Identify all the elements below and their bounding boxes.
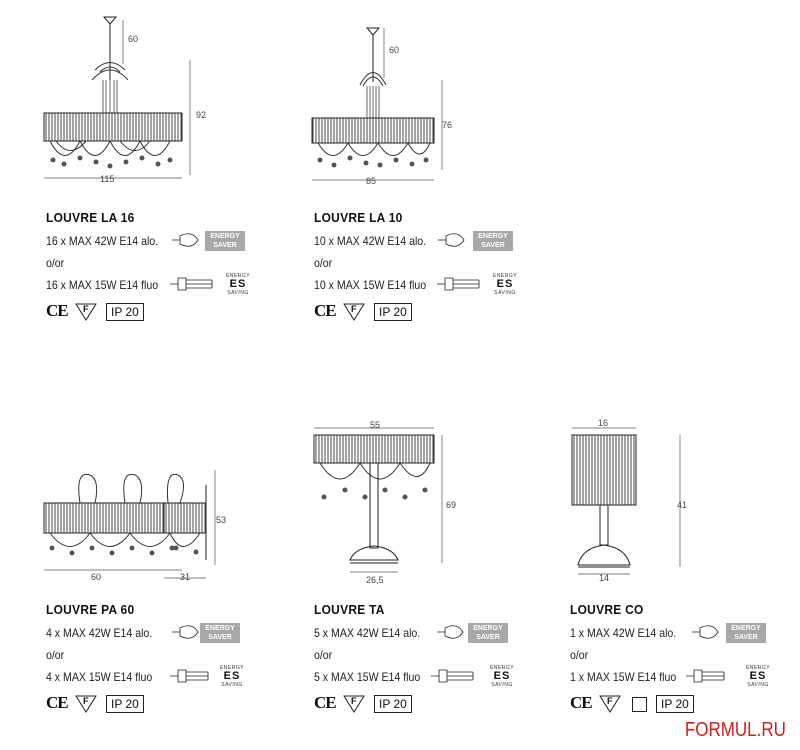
spec-or: o/or bbox=[314, 256, 333, 270]
spec-or: o/or bbox=[570, 648, 589, 662]
class-ii-square-icon bbox=[632, 697, 647, 712]
spec-halogen: 4 x MAX 42W E14 alo. bbox=[46, 626, 153, 640]
halogen-bulb-icon bbox=[437, 625, 464, 639]
dim-width: 85 bbox=[366, 176, 377, 186]
spec-or: o/or bbox=[46, 648, 65, 662]
dim-height: 53 bbox=[216, 515, 227, 525]
spec-halogen: 1 x MAX 42W E14 alo. bbox=[570, 626, 677, 640]
product-title: LOUVRE PA 60 bbox=[46, 602, 135, 617]
ce-mark: CE bbox=[314, 693, 337, 712]
drawing-louvre-pa-60 bbox=[43, 470, 216, 579]
product-title: LOUVRE CO bbox=[570, 602, 644, 617]
halogen-bulb-icon bbox=[438, 233, 465, 247]
f-mark-label: F bbox=[351, 304, 357, 314]
dim-chain: 60 bbox=[389, 45, 400, 55]
fluorescent-bulb-icon bbox=[170, 277, 213, 291]
dim-height: 92 bbox=[196, 110, 207, 120]
spec-halogen: 5 x MAX 42W E14 alo. bbox=[314, 626, 421, 640]
product-title: LOUVRE LA 10 bbox=[314, 210, 403, 225]
spec-fluo: 5 x MAX 15W E14 fluo bbox=[314, 670, 421, 684]
dim-base: 14 bbox=[599, 573, 610, 583]
ip-rating: IP 20 bbox=[374, 695, 412, 713]
halogen-bulb-icon bbox=[172, 233, 199, 247]
dim-base: 26,5 bbox=[366, 575, 384, 585]
ip-rating: IP 20 bbox=[656, 695, 694, 713]
watermark: FORMUL.RU bbox=[684, 719, 786, 741]
ip-rating: IP 20 bbox=[106, 303, 144, 321]
ip-rating: IP 20 bbox=[106, 695, 144, 713]
dim-width: 60 bbox=[91, 572, 102, 582]
spec-fluo: 4 x MAX 15W E14 fluo bbox=[46, 670, 153, 684]
ce-mark: CE bbox=[314, 301, 337, 320]
drawing-louvre-ta bbox=[313, 427, 443, 573]
drawing-louvre-la-16 bbox=[43, 16, 191, 179]
ce-mark: CE bbox=[570, 693, 593, 712]
fluorescent-bulb-icon bbox=[686, 669, 725, 683]
ce-mark: CE bbox=[46, 301, 69, 320]
dim-height: 76 bbox=[442, 120, 453, 130]
halogen-bulb-icon bbox=[692, 625, 719, 639]
drawing-louvre-co bbox=[571, 427, 681, 575]
drawing-louvre-la-10 bbox=[311, 27, 443, 181]
product-title: LOUVRE LA 16 bbox=[46, 210, 135, 225]
fluorescent-bulb-icon bbox=[170, 669, 209, 683]
dim-chain: 60 bbox=[128, 34, 139, 44]
fluorescent-bulb-icon bbox=[437, 277, 480, 291]
spec-or: o/or bbox=[314, 648, 333, 662]
product-title: LOUVRE TA bbox=[314, 602, 385, 617]
dim-width: 115 bbox=[100, 174, 115, 184]
f-mark-label: F bbox=[83, 696, 89, 706]
dim-height: 69 bbox=[446, 500, 457, 510]
bulb-icons bbox=[170, 233, 725, 683]
f-mark-label: F bbox=[607, 696, 613, 706]
dim-depth: 31 bbox=[180, 572, 191, 582]
fluorescent-bulb-icon bbox=[431, 669, 474, 683]
f-mark-label: F bbox=[351, 696, 357, 706]
dim-top: 16 bbox=[598, 418, 609, 428]
f-mark-icons bbox=[75, 303, 621, 713]
spec-halogen: 16 x MAX 42W E14 alo. bbox=[46, 234, 159, 248]
spec-halogen: 10 x MAX 42W E14 alo. bbox=[314, 234, 427, 248]
ip-rating: IP 20 bbox=[374, 303, 412, 321]
spec-fluo: 16 x MAX 15W E14 fluo bbox=[46, 278, 159, 292]
dim-height: 41 bbox=[677, 500, 688, 510]
dim-top: 55 bbox=[370, 420, 381, 430]
spec-or: o/or bbox=[46, 256, 65, 270]
ce-mark: CE bbox=[46, 693, 69, 712]
spec-fluo: 1 x MAX 15W E14 fluo bbox=[570, 670, 677, 684]
f-mark-label: F bbox=[83, 304, 89, 314]
spec-fluo: 10 x MAX 15W E14 fluo bbox=[314, 278, 427, 292]
halogen-bulb-icon bbox=[172, 625, 199, 639]
